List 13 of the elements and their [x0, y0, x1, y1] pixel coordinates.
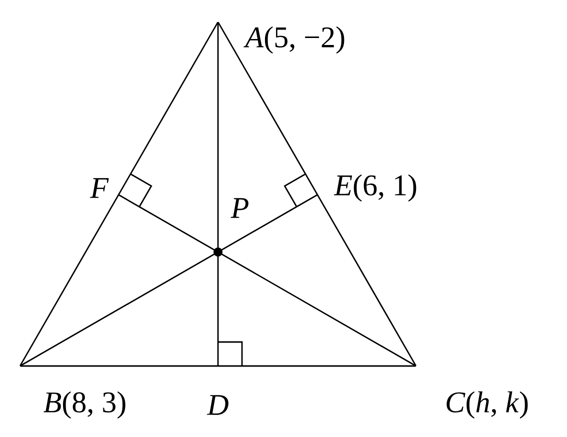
point-label: F [90, 178, 109, 198]
line-segment [20, 22, 218, 366]
point-label: D [206, 395, 228, 415]
point-label: B(8, 3) [44, 391, 126, 419]
line-segment [218, 22, 416, 366]
line-segment [217, 22, 219, 366]
line-segment [20, 194, 318, 366]
point-label: A(5, −2) [244, 26, 344, 54]
line-segment [20, 365, 416, 367]
point-label: C(h, k) [446, 391, 528, 419]
point-label: E(6, 1) [334, 174, 416, 202]
point-label: P [230, 198, 248, 218]
line-segment [118, 194, 416, 366]
